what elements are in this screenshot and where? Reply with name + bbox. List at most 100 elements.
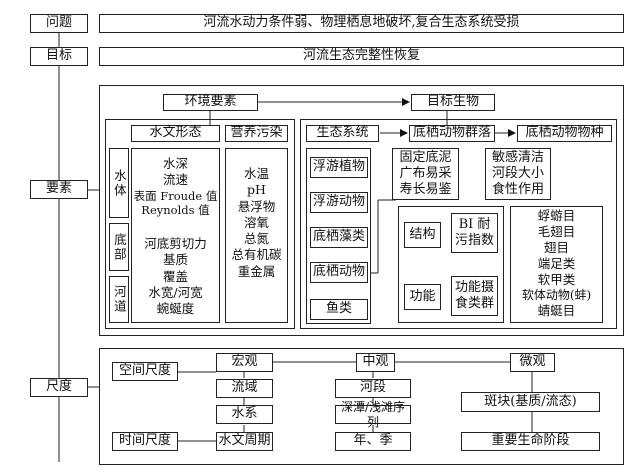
hydro-item: 流速 (162, 172, 188, 188)
problem-text-box: 河流水动力条件弱、物理栖息地破坏,复合生态系统受损 (99, 14, 624, 33)
eco-item-zooplankton: 浮游动物 (310, 192, 368, 213)
hydro-item: 覆盖 (162, 268, 188, 284)
scale-frame (99, 348, 624, 465)
spatial-scale-label: 空间尺度 (118, 363, 171, 379)
row-label-factors-text: 要素 (45, 181, 72, 197)
env-factors-frame (105, 119, 295, 329)
row-label-goal: 目标 (30, 47, 88, 66)
hydro-cycle-label: 水文周期 (218, 433, 271, 449)
nutrient-items-box (225, 148, 288, 323)
target-bio-frame (300, 119, 617, 329)
water-system-label: 水系 (231, 406, 258, 422)
taxa-item: 翅目 (543, 240, 569, 255)
eco-item-phytoplankton: 浮游植物 (310, 157, 368, 178)
problem-text: 河流水动力条件弱、物理栖息地破坏,复合生态系统受损 (203, 15, 520, 31)
row-label-scale: 尺度 (30, 378, 88, 397)
macro-label: 宏观 (231, 354, 258, 370)
nutrient-item: 悬浮物 (237, 198, 276, 214)
function-box: 功能 (404, 284, 441, 310)
structure-box: 结构 (404, 222, 441, 248)
patch-label: 斑块(基质/流态) (484, 393, 577, 409)
hydro-items-top: 水深 流速 表面 Froude 值 Reynolds 值 (131, 156, 220, 218)
species-desc-line: 敏感清洁 (491, 149, 544, 165)
meso-box: 中观 (356, 353, 395, 372)
taxa-item: 软体动物(蚌) (521, 288, 592, 302)
goal-text-box: 河流生态完整性恢复 (99, 47, 624, 66)
meso-label: 中观 (362, 354, 389, 370)
community-desc-line: 固定底泥 (399, 149, 452, 165)
hydro-items-box (131, 148, 220, 323)
community-desc-line: 广布易采 (399, 165, 452, 181)
eco-item-benthic-animals: 底栖动物 (310, 262, 368, 283)
bi-index-line: BI 耐 (458, 216, 491, 232)
factors-frame (99, 85, 624, 336)
micro-box: 微观 (510, 353, 555, 372)
taxa-item: 毛翅目 (537, 224, 576, 239)
ecosystem-box: 生态系统 (306, 125, 379, 142)
row-label-problem-text: 问题 (45, 15, 72, 31)
macro-box: 宏观 (216, 353, 273, 372)
temporal-scale-box: 时间尺度 (112, 432, 178, 451)
benthic-species-label: 底栖动物物种 (525, 125, 604, 141)
year-season-label: 年、季 (353, 433, 393, 449)
feeding-group-line: 食类群 (454, 296, 494, 311)
community-desc-box: 固定底泥 广布易采 寿长易鉴 (392, 148, 459, 200)
species-desc-line: 食性作用 (491, 182, 544, 198)
temporal-scale-label: 时间尺度 (118, 433, 171, 449)
species-desc-line: 河段大小 (491, 165, 544, 181)
taxa-item: 端足类 (537, 256, 576, 271)
taxa-item: 蜻蜓目 (537, 303, 576, 319)
water-system-box: 水系 (216, 405, 273, 424)
bi-index-box: BI 耐 污指数 (451, 213, 498, 253)
hydro-item: 基质 (162, 252, 188, 268)
bi-index-line: 污指数 (454, 233, 494, 248)
structure-label: 结构 (409, 226, 436, 242)
nutrient-item: pH (247, 182, 266, 198)
eco-items-frame (306, 148, 371, 324)
taxa-box (510, 206, 603, 323)
patch-box: 斑块(基质/流态) (461, 392, 600, 412)
nutrient-item: 重金属 (237, 263, 276, 279)
row-label-factors: 要素 (30, 180, 88, 199)
reach-label: 河段 (359, 380, 386, 396)
nutrient-item: 水温 (243, 166, 269, 181)
bottom-label: 底部 (109, 223, 129, 271)
benthic-community-label: 底栖动物群落 (412, 125, 491, 141)
life-stage-box: 重要生命阶段 (461, 432, 600, 451)
taxa-item: 蜉蝣目 (537, 208, 576, 223)
benthic-community-box: 底栖动物群落 (409, 125, 495, 142)
nutrient-items: 水温 pH 悬浮物 溶氧 总氮 总有机碳 重金属 (225, 166, 288, 280)
feeding-group-line: 功能摄 (454, 279, 494, 295)
taxa-item: 软甲类 (537, 272, 576, 287)
eco-item-text: 底栖藻类 (312, 229, 365, 245)
hydro-form-label: 水文形态 (149, 125, 202, 141)
nutrient-label: 营养污染 (230, 125, 283, 141)
target-bio-label: 目标生物 (426, 94, 479, 110)
goal-text: 河流生态完整性恢复 (302, 48, 420, 64)
hydro-item: 蜿蜒度 (156, 301, 195, 316)
eco-item-benthic-algae: 底栖藻类 (310, 227, 368, 248)
micro-label: 微观 (519, 354, 546, 370)
eco-item-text: 浮游动物 (312, 194, 365, 210)
hydro-form-box: 水文形态 (131, 125, 220, 142)
water-body-text: 水体 (111, 168, 127, 198)
function-label: 功能 (409, 288, 436, 304)
row-label-goal-text: 目标 (45, 48, 72, 64)
hydro-cycle-box: 水文周期 (216, 432, 273, 451)
row-label-scale-text: 尺度 (45, 379, 72, 395)
hydro-item: 水宽/河宽 (148, 284, 203, 300)
species-desc-box: 敏感清洁 河段大小 食性作用 (485, 148, 551, 200)
nutrient-item: 总氮 (243, 231, 269, 246)
nutrient-item: 溶氧 (243, 214, 269, 230)
reach-box: 河段 (335, 379, 411, 398)
eco-item-text: 底栖动物 (312, 264, 365, 280)
hydro-item: 河底剪切力 (144, 236, 207, 251)
hydro-items-bottom: 河底剪切力 基质 覆盖 水宽/河宽 蜿蜒度 (131, 236, 220, 317)
benthic-species-box: 底栖动物物种 (517, 125, 612, 142)
hydro-item: 水深 (162, 156, 188, 171)
taxa-list: 蜉蝣目 毛翅目 翅目 端足类 软甲类 软体动物(蚌) 蜻蜓目 (510, 208, 603, 319)
target-bio-box: 目标生物 (411, 94, 495, 111)
channel-text: 河道 (111, 285, 127, 314)
eco-item-fish: 鱼类 (310, 299, 368, 320)
eco-item-text: 鱼类 (325, 301, 352, 317)
